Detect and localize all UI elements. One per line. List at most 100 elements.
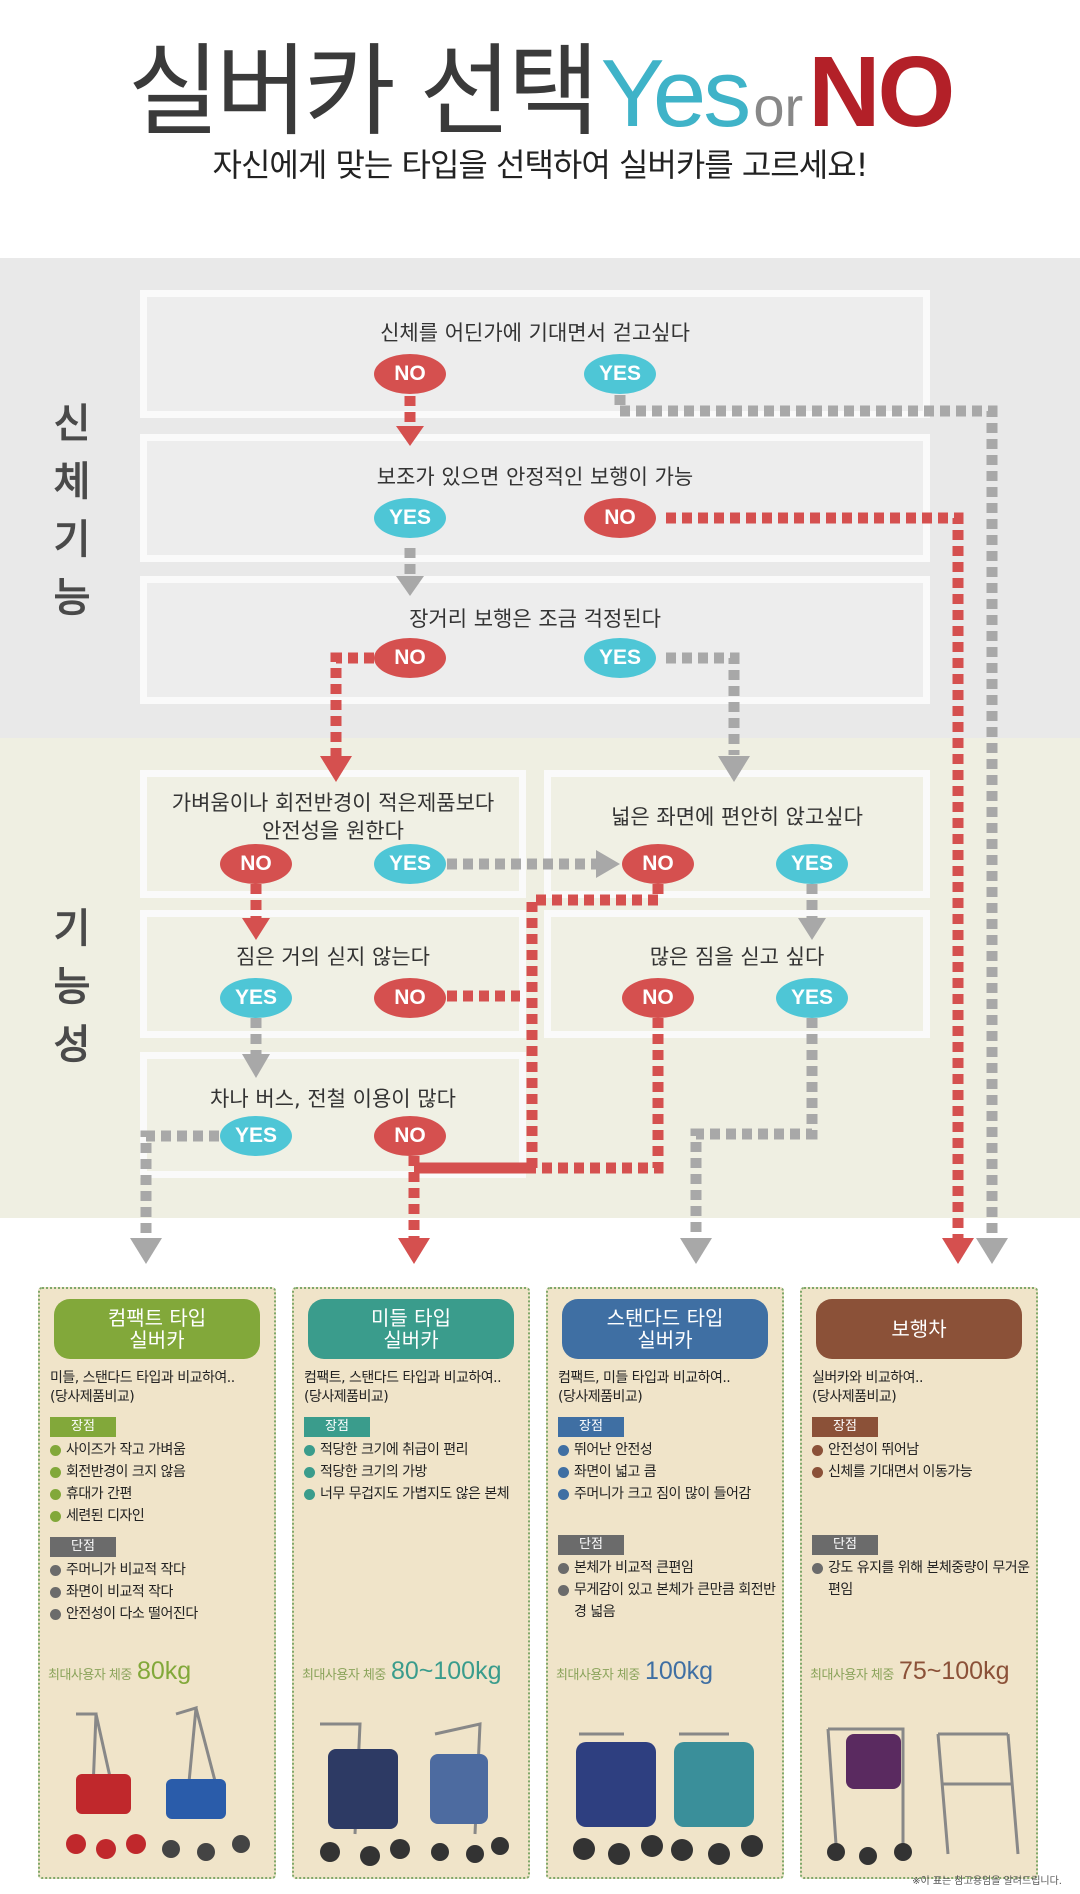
result-card-walker: 보행차 실버카와 비교하여.. (당사제품비교) 장점 안전성이 뛰어남 신체를… (800, 1287, 1038, 1879)
card-standard-name-1: 스탠다드 타입 (606, 1306, 724, 1330)
question-box-3: 장거리 보행은 조금 걱정된다 (140, 576, 930, 704)
max-weight-value: 80kg (136, 1657, 192, 1685)
question-box-7: 많은 짐을 싣고 싶다 (544, 910, 930, 1038)
card-compact-pros-list: 사이즈가 작고 가벼움 회전반경이 크지 않음 휴대가 간편 세련된 디자인 (50, 1439, 272, 1527)
max-weight-value: 75~100kg (898, 1657, 1010, 1685)
card-middle-compare-2: (당사제품비교) (304, 1389, 389, 1405)
connector-q2-no (666, 512, 964, 1238)
arrowhead-walker-red (942, 1238, 974, 1264)
card-standard-pros-list: 뛰어난 안전성 좌면이 넓고 큼 주머니가 크고 짐이 많이 들어감 (558, 1439, 780, 1505)
card-middle-compare: 컴팩트, 스탠다드 타입과 비교하여.. (당사제품비교) (304, 1369, 524, 1407)
arrowhead-standard (680, 1238, 712, 1264)
q7-yes-pill[interactable]: YES (776, 978, 848, 1018)
arrowhead-middle (398, 1238, 430, 1264)
list-item: 좌면이 비교적 작다 (50, 1581, 272, 1603)
arrowhead-q5-from-q4 (596, 850, 620, 878)
card-walker-cons-list: 강도 유지를 위해 본체중량이 무거운 편임 (812, 1557, 1034, 1601)
max-weight-label: 최대사용자 체중 (556, 1668, 640, 1683)
card-standard-pros-tag: 장점 (558, 1417, 624, 1437)
list-item: 강도 유지를 위해 본체중량이 무거운 편임 (812, 1557, 1034, 1601)
q8-yes-pill[interactable]: YES (220, 1116, 292, 1156)
list-item: 무게감이 있고 본체가 큰만큼 회전반경 넓음 (558, 1579, 780, 1623)
question-4-text-line1: 가벼움이나 회전반경이 적은제품보다 (171, 791, 495, 815)
card-standard-name-2: 실버카 (637, 1328, 693, 1352)
card-compact-pros-tag: 장점 (50, 1417, 116, 1437)
compact-silvercar-illustration (66, 1705, 250, 1861)
list-item: 뛰어난 안전성 (558, 1439, 780, 1461)
title-or: or (753, 75, 804, 138)
card-walker-max-weight: 최대사용자 체중 75~100kg (810, 1657, 1034, 1686)
card-walker-pros-list: 안전성이 뛰어남 신체를 기대면서 이동가능 (812, 1439, 1034, 1483)
card-compact-cons-tag: 단점 (50, 1537, 116, 1557)
question-1-text: 신체를 어딘가에 기대면서 걷고싶다 (380, 321, 690, 345)
q4-yes-pill[interactable]: YES (374, 844, 446, 884)
question-4-text-line2: 안전성을 원한다 (262, 819, 404, 843)
q2-no-pill[interactable]: NO (584, 498, 656, 538)
q6-no-pill[interactable]: NO (374, 978, 446, 1018)
footnote: ※이 표는 참고용임을 알려드립니다. (912, 1876, 1062, 1887)
page-subtitle: 자신에게 맞는 타입을 선택하여 실버카를 고르세요! (212, 146, 869, 184)
card-walker-compare-1: 실버카와 비교하여.. (812, 1370, 923, 1386)
question-box-1: 신체를 어딘가에 기대면서 걷고싶다 (140, 290, 930, 418)
list-item: 회전반경이 크지 않음 (50, 1461, 272, 1483)
standard-silvercar-illustration (573, 1732, 763, 1865)
card-compact-cons-list: 주머니가 비교적 작다 좌면이 비교적 작다 안전성이 다소 떨어진다 (50, 1559, 272, 1625)
card-middle-pros-tag: 장점 (304, 1417, 370, 1437)
max-weight-value: 100kg (644, 1657, 714, 1685)
card-compact-max-weight: 최대사용자 체중 80kg (48, 1657, 272, 1686)
page-title: 실버카 선택 Yes or NO (0, 10, 1080, 155)
connector-q3-yes (666, 652, 740, 755)
title-yes: Yes (600, 40, 752, 147)
card-standard-compare: 컴팩트, 미들 타입과 비교하여.. (당사제품비교) (558, 1369, 778, 1407)
card-walker-cons-tag: 단점 (812, 1535, 878, 1555)
title-no: NO (808, 36, 955, 148)
question-box-8: 차나 버스, 전철 이용이 많다 (140, 1052, 526, 1178)
q5-yes-pill[interactable]: YES (776, 844, 848, 884)
card-walker-pros-tag: 장점 (812, 1417, 878, 1437)
connector-q7-no (414, 1018, 664, 1174)
list-item: 적당한 크기의 가방 (304, 1461, 526, 1483)
question-7-text: 많은 짐을 싣고 싶다 (649, 945, 825, 969)
arrowhead-q6 (242, 918, 270, 940)
arrowhead-compact (130, 1238, 162, 1264)
question-3-text: 장거리 보행은 조금 걱정된다 (409, 607, 661, 631)
q3-no-pill[interactable]: NO (374, 638, 446, 678)
q8-no-pill[interactable]: NO (374, 1116, 446, 1156)
max-weight-label: 최대사용자 체중 (48, 1668, 132, 1683)
q2-yes-pill[interactable]: YES (374, 498, 446, 538)
middle-silvercar-illustration (320, 1722, 509, 1866)
walker-illustration (826, 1727, 1020, 1865)
list-item: 주머니가 크고 짐이 많이 들어감 (558, 1483, 780, 1505)
q1-no-pill[interactable]: NO (374, 354, 446, 394)
connector-q7-yes (690, 1018, 818, 1238)
q5-no-pill[interactable]: NO (622, 844, 694, 884)
q1-yes-pill[interactable]: YES (584, 354, 656, 394)
question-2-text: 보조가 있으면 안정적인 보행이 가능 (376, 465, 694, 489)
list-item: 좌면이 넓고 큼 (558, 1461, 780, 1483)
max-weight-label: 최대사용자 체중 (302, 1668, 386, 1683)
question-box-5: 넓은 좌면에 편안히 앉고싶다 (544, 770, 930, 898)
card-middle-pros-list: 적당한 크기에 취급이 편리 적당한 크기의 가방 너무 무겁지도 가볍지도 않… (304, 1439, 526, 1505)
card-standard-compare-1: 컴팩트, 미들 타입과 비교하여.. (558, 1370, 731, 1386)
max-weight-value: 80~100kg (390, 1657, 502, 1685)
card-middle-name-2: 실버카 (383, 1328, 439, 1352)
card-compact-name-2: 실버카 (129, 1328, 185, 1352)
q6-yes-pill[interactable]: YES (220, 978, 292, 1018)
question-5-text: 넓은 좌면에 편안히 앉고싶다 (611, 805, 863, 829)
q7-no-pill[interactable]: NO (622, 978, 694, 1018)
arrowhead-q8 (242, 1054, 270, 1078)
q4-no-pill[interactable]: NO (220, 844, 292, 884)
card-walker-header[interactable]: 보행차 (816, 1299, 1022, 1359)
q3-yes-pill[interactable]: YES (584, 638, 656, 678)
max-weight-label: 최대사용자 체중 (810, 1668, 894, 1683)
card-walker-compare-2: (당사제품비교) (812, 1389, 897, 1405)
card-walker-compare: 실버카와 비교하여.. (당사제품비교) (812, 1369, 1032, 1407)
connector-q1-yes (614, 395, 998, 1238)
